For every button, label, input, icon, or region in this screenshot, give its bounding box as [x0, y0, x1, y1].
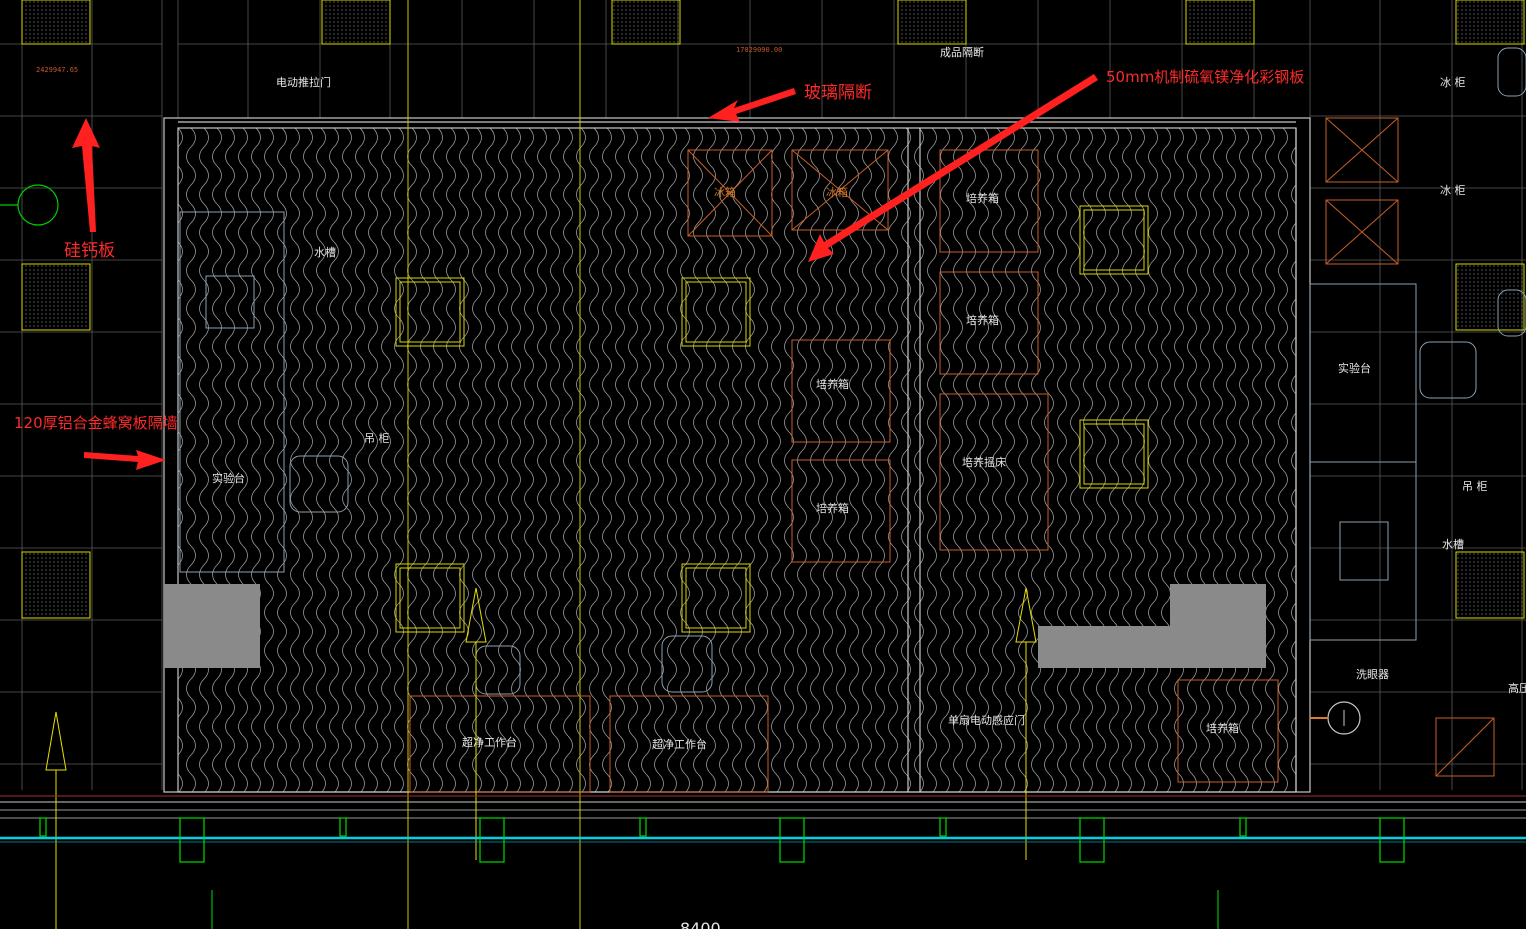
annotation-color-steel-plate: 50mm机制硫氧镁净化彩钢板	[1106, 68, 1305, 86]
coord-text-1: 2429947.65	[36, 66, 78, 74]
purification-ceiling-hatch	[178, 128, 1296, 792]
annotation-glass-partition: 玻璃隔断	[804, 83, 872, 103]
coord-text-2: 17029090.00	[736, 46, 782, 54]
annotation-silicon-calcium-board: 硅钙板	[64, 241, 115, 261]
label-electric-sliding-door: 电动推拉门	[276, 75, 331, 89]
label-hanging-cabinet-right: 吊 柜	[1462, 480, 1488, 493]
label-incubator-5: 培养箱	[1206, 721, 1239, 735]
label-freezer-1: 冰箱	[714, 185, 736, 199]
axis-lines	[407, 0, 581, 929]
label-single-door: 单扇电动感应门	[948, 713, 1025, 727]
label-clean-bench-2: 超净工作台	[652, 737, 707, 751]
structural-columns	[164, 584, 1266, 668]
label-sink-right: 水槽	[1442, 538, 1464, 551]
label-incubator-4: 培养箱	[816, 501, 849, 515]
label-shaking-incubator: 培养摇床	[962, 455, 1006, 469]
label-incubator-2: 培养箱	[966, 313, 999, 327]
label-finished-partition: 成品隔断	[940, 45, 984, 59]
label-incubator-3: 培养箱	[816, 377, 849, 391]
label-hanging-cabinet-left: 吊 柜	[364, 432, 390, 445]
air-outlets	[395, 205, 1149, 633]
label-lab-bench-left: 实验台	[212, 471, 245, 485]
label-clean-bench-1: 超净工作台	[462, 735, 517, 749]
lab-benches	[179, 47, 1526, 695]
facade-section	[0, 795, 1526, 929]
ceiling-light-panels	[21, 0, 1525, 619]
annotation-honeycomb-wall: 120厚铝合金蜂窝板隔墙	[14, 414, 178, 432]
ceiling-grid	[0, 0, 1526, 790]
bottom-dimension: 8400	[680, 919, 721, 929]
label-lab-bench-right: 实验台	[1338, 361, 1371, 375]
label-ice-cabinet-1: 冰 柜	[1440, 76, 1466, 89]
label-ice-cabinet-2: 冰 柜	[1440, 184, 1466, 197]
label-autoclave: 高压	[1508, 681, 1526, 695]
label-sink-left: 水槽	[314, 246, 336, 259]
axis-circle	[17, 184, 59, 226]
annotation-arrows	[72, 74, 1098, 470]
label-freezer-2: 冰箱	[826, 185, 848, 199]
equipment-outlines	[409, 117, 1495, 793]
label-eyewash: 洗眼器	[1356, 668, 1389, 681]
label-incubator-1: 培养箱	[966, 191, 999, 205]
